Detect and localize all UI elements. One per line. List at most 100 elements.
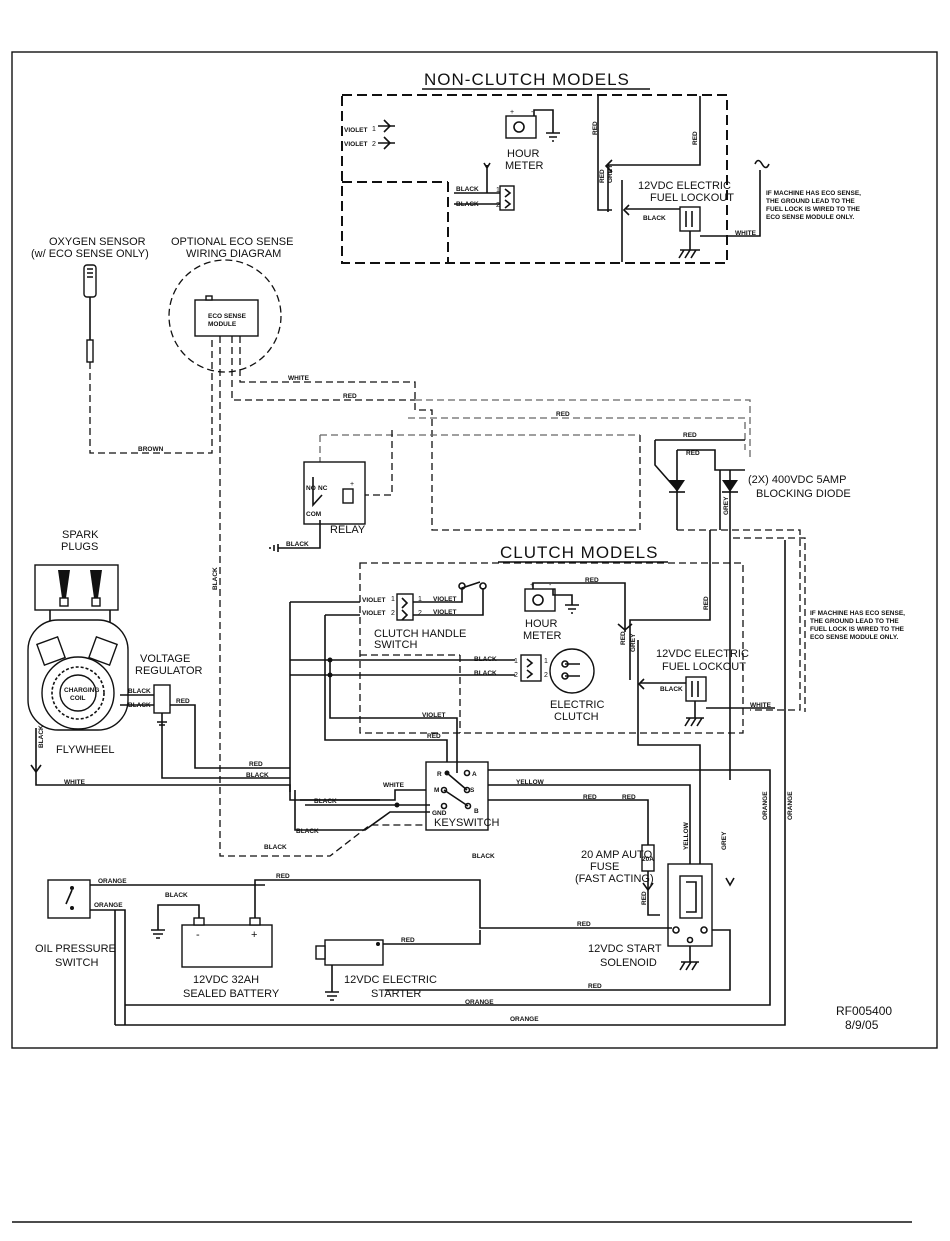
svg-text:12VDC ELECTRIC: 12VDC ELECTRIC (638, 180, 731, 192)
svg-text:OIL PRESSURE: OIL PRESSURE (35, 943, 116, 955)
svg-text:RED: RED (692, 131, 699, 145)
svg-text:FUEL LOCKOUT: FUEL LOCKOUT (650, 192, 734, 204)
svg-text:BLACK: BLACK (296, 828, 319, 835)
svg-text:KEYSWITCH: KEYSWITCH (434, 817, 499, 829)
clutch-handle-switch: VIOLET VIOLET 1 2 1 2 VIOLET VIOLET CLUT… (362, 581, 487, 651)
svg-text:ECO SENSE MODULE ONLY.: ECO SENSE MODULE ONLY. (766, 214, 854, 221)
svg-text:GREY: GREY (721, 831, 728, 850)
svg-text:2: 2 (544, 672, 548, 679)
svg-text:+: + (350, 481, 354, 488)
svg-text:VIOLET: VIOLET (344, 127, 368, 134)
svg-text:THE GROUND LEAD TO THE: THE GROUND LEAD TO THE (810, 618, 899, 625)
svg-text:1: 1 (514, 658, 518, 665)
svg-text:COIL: COIL (70, 695, 86, 702)
svg-text:CLUTCH: CLUTCH (554, 711, 599, 723)
svg-text:BLACK: BLACK (314, 798, 337, 805)
electric-clutch: 1 2 1 2 BLACK BLACK ELECTRIC CLUTCH (474, 648, 604, 723)
oil-pressure-switch: ORANGE ORANGE OIL PRESSURE SWITCH (35, 878, 265, 1025)
svg-text:WHITE: WHITE (383, 782, 405, 789)
non-clutch-boundary (341, 94, 728, 264)
svg-text:IF MACHINE HAS ECO SENSE,: IF MACHINE HAS ECO SENSE, (810, 610, 905, 617)
svg-text:12VDC START: 12VDC START (588, 943, 662, 955)
drawing-info: RF005400 8/9/05 (836, 1004, 892, 1032)
svg-text:GND: GND (432, 810, 447, 817)
svg-text:SOLENOID: SOLENOID (600, 957, 657, 969)
svg-text:BLACK: BLACK (456, 186, 479, 193)
svg-text:YELLOW: YELLOW (516, 779, 545, 786)
svg-text:RED: RED (641, 891, 648, 905)
svg-text:B: B (474, 808, 479, 815)
svg-text:+: + (530, 582, 534, 589)
svg-text:1: 1 (418, 596, 422, 603)
svg-text:BLACK: BLACK (643, 215, 666, 222)
svg-text:ORANGE: ORANGE (465, 999, 494, 1006)
svg-text:VIOLET: VIOLET (422, 712, 446, 719)
svg-text:2: 2 (391, 610, 395, 617)
svg-text:OXYGEN SENSOR: OXYGEN SENSOR (49, 236, 146, 248)
svg-text:BLACK: BLACK (264, 844, 287, 851)
svg-text:HOUR: HOUR (507, 148, 539, 160)
svg-text:BLACK: BLACK (474, 670, 497, 677)
svg-text:BLACK: BLACK (128, 688, 151, 695)
svg-text:VIOLET: VIOLET (433, 609, 457, 616)
svg-text:OPTIONAL ECO SENSE: OPTIONAL ECO SENSE (171, 236, 293, 248)
svg-text:BLACK: BLACK (456, 201, 479, 208)
keyswitch: R A M S GND B KEYSWITCH (425, 761, 499, 831)
svg-text:SEALED BATTERY: SEALED BATTERY (183, 988, 280, 1000)
svg-text:20 AMP AUTO: 20 AMP AUTO (581, 849, 653, 861)
svg-text:PLUGS: PLUGS (61, 541, 98, 553)
svg-text:BLACK: BLACK (286, 541, 309, 548)
svg-text:ELECTRIC: ELECTRIC (550, 699, 604, 711)
svg-text:2: 2 (372, 141, 376, 148)
svg-text:+: + (510, 109, 514, 116)
svg-text:BLACK: BLACK (128, 702, 151, 709)
svg-text:RED: RED (556, 411, 570, 418)
svg-text:RED: RED (583, 794, 597, 801)
hour-meter-clutch: + - RED HOUR METER (523, 577, 626, 642)
svg-text:VIOLET: VIOLET (362, 610, 386, 617)
svg-text:12VDC ELECTRIC: 12VDC ELECTRIC (344, 974, 437, 986)
battery: - + BLACK RED RED 12VDC 32AH SEALED BATT… (151, 873, 672, 1000)
svg-text:ORANGE: ORANGE (510, 1016, 539, 1023)
svg-text:CLUTCH HANDLE: CLUTCH HANDLE (374, 628, 466, 640)
diagram-frame (11, 51, 938, 1049)
voltage-regulator: VOLTAGE REGULATOR BLACK BLACK RED RED BL… (120, 653, 290, 779)
svg-text:COM: COM (306, 511, 321, 518)
svg-text:RED: RED (622, 794, 636, 801)
svg-text:SWITCH: SWITCH (374, 639, 417, 651)
svg-text:WIRING DIAGRAM: WIRING DIAGRAM (186, 248, 281, 260)
svg-text:BLACK: BLACK (472, 853, 495, 860)
clutch-title: CLUTCH MODELS (500, 543, 658, 562)
hour-meter-top: + - HOUR METER (505, 109, 560, 172)
svg-text:ECO SENSE: ECO SENSE (208, 313, 247, 320)
svg-text:RELAY: RELAY (330, 524, 366, 536)
blocking-diodes: RED RED GREY (2X) 400VDC 5AMP BLOCKING D… (654, 432, 851, 780)
svg-text:VOLTAGE: VOLTAGE (140, 653, 190, 665)
svg-text:ORANGE: ORANGE (787, 791, 794, 820)
svg-text:ORANGE: ORANGE (98, 878, 127, 885)
svg-text:IF MACHINE HAS ECO SENSE,: IF MACHINE HAS ECO SENSE, (766, 190, 861, 197)
svg-text:2: 2 (496, 202, 500, 209)
svg-text:RED: RED (683, 432, 697, 439)
svg-text:20A: 20A (642, 856, 654, 863)
svg-text:RED: RED (276, 873, 290, 880)
svg-text:STARTER: STARTER (371, 988, 421, 1000)
svg-text:ECO SENSE MODULE ONLY.: ECO SENSE MODULE ONLY. (810, 634, 898, 641)
svg-text:12VDC 32AH: 12VDC 32AH (193, 974, 259, 986)
svg-text:METER: METER (523, 630, 562, 642)
start-solenoid: 12VDC START SOLENOID RED (385, 863, 735, 991)
svg-text:ORANGE: ORANGE (762, 791, 769, 820)
svg-text:-: - (531, 109, 534, 116)
eco-note-clutch: IF MACHINE HAS ECO SENSE, THE GROUND LEA… (810, 610, 905, 641)
svg-text:BLACK: BLACK (165, 892, 188, 899)
svg-text:VIOLET: VIOLET (362, 597, 386, 604)
svg-text:GREY: GREY (607, 164, 614, 183)
svg-text:RED: RED (585, 577, 599, 584)
svg-text:-: - (196, 929, 200, 941)
svg-text:METER: METER (505, 160, 544, 172)
svg-text:A: A (472, 771, 477, 778)
svg-text:-: - (549, 582, 552, 589)
svg-text:M: M (434, 787, 439, 794)
svg-text:GREY: GREY (630, 633, 637, 652)
